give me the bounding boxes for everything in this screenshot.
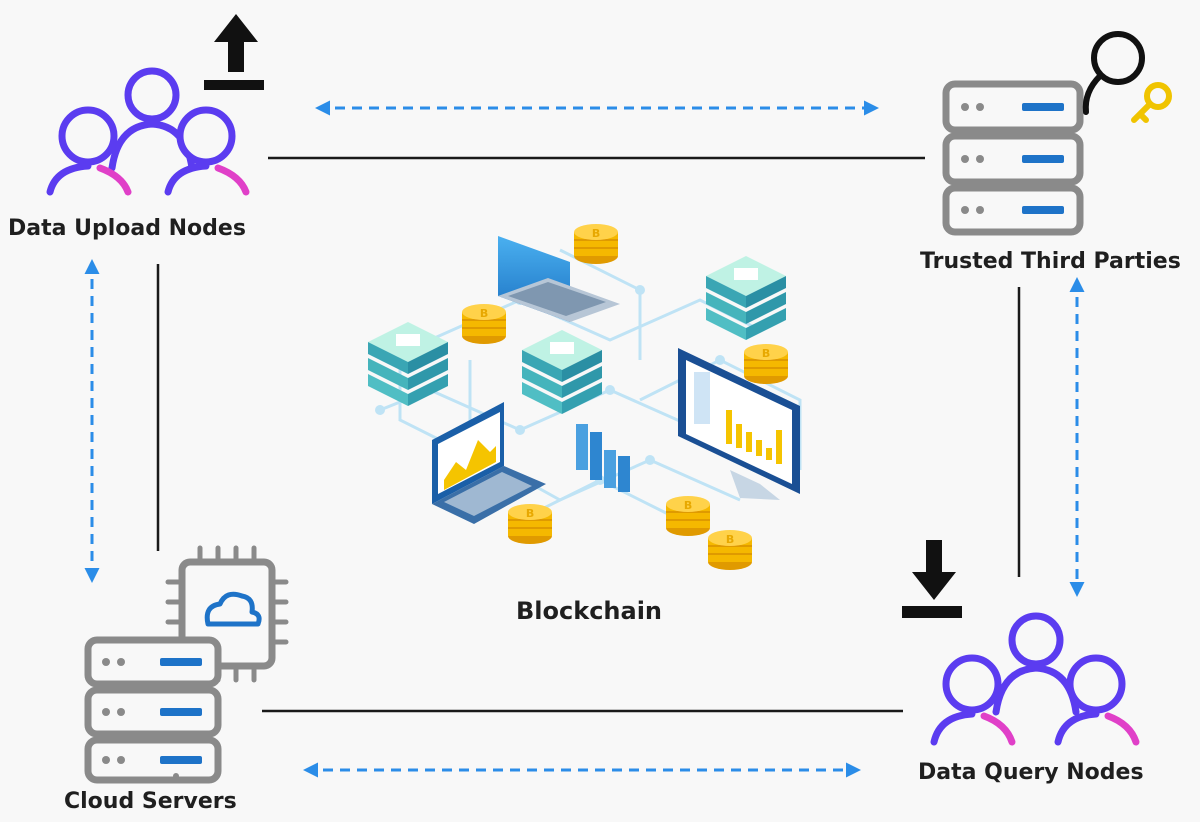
server-stack-right <box>706 256 786 340</box>
coin-stack-icon <box>507 503 553 545</box>
blockchain-network-illustration <box>368 223 802 571</box>
laptop-chart-icon <box>432 402 546 524</box>
data-query-nodes-label: Data Query Nodes <box>918 760 1144 785</box>
users-download-icon <box>902 540 1140 746</box>
download-arrow-icon <box>902 540 962 618</box>
server-icon <box>942 80 1084 236</box>
server-key-icon <box>942 31 1172 236</box>
upload-arrow-icon <box>204 14 264 90</box>
key-ring-icon <box>1082 31 1172 123</box>
coin-stack-icon <box>743 343 789 385</box>
server-icon <box>84 636 222 784</box>
blockchain-label: Blockchain <box>516 597 663 625</box>
trusted-third-parties-label: Trusted Third Parties <box>920 249 1181 274</box>
coin-stack-icon <box>665 495 711 537</box>
bar-chart-3d-icon <box>576 424 630 492</box>
server-stack-center <box>522 330 602 414</box>
laptop-icon <box>498 236 620 322</box>
coin-stack-icon <box>573 223 619 265</box>
monitor-chart-icon <box>678 348 800 500</box>
server-cloud-chip-icon <box>84 545 289 784</box>
cloud-servers-label: Cloud Servers <box>64 789 237 814</box>
data-upload-nodes-label: Data Upload Nodes <box>8 216 246 241</box>
coin-stack-icon <box>461 303 507 345</box>
coin-stack-icon <box>707 529 753 571</box>
users-upload-icon <box>46 14 264 196</box>
